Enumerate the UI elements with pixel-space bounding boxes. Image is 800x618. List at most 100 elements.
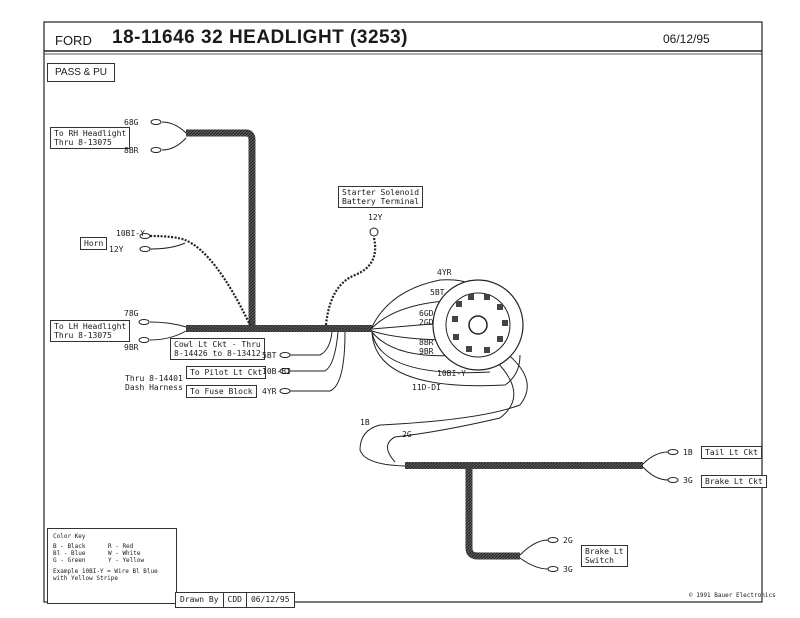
terminal-horn-a bbox=[139, 233, 151, 239]
rh-headlight-line1: To RH Headlight bbox=[54, 129, 127, 138]
brake-switch-bundle bbox=[465, 466, 520, 560]
wire-11d-sw bbox=[371, 331, 521, 387]
horn-box: Horn bbox=[80, 237, 108, 250]
switch-pin bbox=[497, 304, 503, 310]
wire-cowl bbox=[290, 331, 333, 356]
header-make: FORD bbox=[55, 33, 92, 48]
wire-label-sw-6gd: 6GD bbox=[419, 309, 434, 318]
vehicle-type-tag: PASS & PU bbox=[47, 63, 115, 82]
terminal-bsw-a bbox=[547, 537, 559, 543]
wire-label-sw-8br: 8BR bbox=[419, 338, 434, 347]
fuse-block-box: To Fuse Block bbox=[186, 385, 257, 398]
switch-pin bbox=[502, 320, 508, 326]
color-key-entry: R - Red bbox=[108, 543, 134, 550]
drawn-by-initials: CDD bbox=[224, 593, 247, 607]
wire-bsw-2g bbox=[519, 539, 549, 556]
lh-headlight-box: To LH Headlight Thru 8-13075 bbox=[50, 320, 131, 342]
wire-label-horn-a: 10BI-Y bbox=[116, 229, 145, 238]
terminal-fuse bbox=[279, 388, 291, 394]
brake-switch-line1: Brake Lt bbox=[585, 547, 624, 556]
switch-pin bbox=[497, 336, 503, 342]
switch-pin bbox=[456, 301, 462, 307]
wire-label-sw-11d: 11D-DI bbox=[412, 383, 441, 392]
harness-bundles bbox=[186, 129, 643, 560]
wire-label-sw-4yr: 4YR bbox=[437, 268, 452, 277]
wire-label-loop-1b: 1B bbox=[360, 418, 370, 427]
page-title: 18-11646 32 HEADLIGHT (3253) bbox=[112, 27, 408, 48]
wire-78g bbox=[149, 321, 187, 328]
color-key-entry: Y - Yellow bbox=[108, 557, 145, 564]
cowl-line1: Cowl Lt Ckt - Thru bbox=[174, 340, 261, 349]
switch-pin bbox=[452, 316, 458, 322]
color-key-example: Example 10BI-Y = Wire Bl Blue with Yello… bbox=[53, 568, 158, 582]
wire-8br bbox=[161, 137, 187, 151]
wire-label-sw-2gd: 2GD bbox=[419, 318, 434, 327]
copyright-notice: © 1991 Bauer Electronics bbox=[689, 592, 776, 599]
switch-inner-ring bbox=[445, 292, 511, 358]
color-key-row: Bl - Blue W - White bbox=[53, 550, 171, 557]
terminal-brake bbox=[667, 477, 679, 483]
pilot-light-box: To Pilot Lt Ckt bbox=[186, 366, 267, 379]
rh-headlight-line2: Thru 8-13075 bbox=[54, 138, 112, 147]
brake-switch-line2: Switch bbox=[585, 556, 614, 565]
color-key-row: B - Black R - Red bbox=[53, 543, 171, 550]
cowl-line2: 8-14426 to 8-13412 bbox=[174, 349, 261, 358]
color-key-title: Color Key bbox=[53, 533, 86, 540]
wire-label-9br: 9BR bbox=[124, 343, 139, 352]
terminal-68g bbox=[150, 119, 162, 125]
wire-loop-2g bbox=[387, 359, 515, 463]
wire-label-pilot: 10B-BI bbox=[262, 367, 291, 376]
switch-pin bbox=[484, 347, 490, 353]
wire-label-cowl: 5BT bbox=[262, 351, 277, 360]
drawn-by-date: 06/12/95 bbox=[250, 595, 290, 604]
wire-bsw-3g bbox=[519, 557, 549, 570]
rh-headlight-bundle bbox=[186, 129, 256, 328]
wire-loop-1b bbox=[359, 351, 528, 467]
brake-light-box: Brake Lt Ckt bbox=[701, 475, 767, 488]
wire-fuse bbox=[290, 331, 346, 392]
starter-line1: Starter Solenoid bbox=[342, 188, 420, 197]
wire-label-78g: 78G bbox=[124, 309, 139, 318]
drawn-by-block: Drawn By CDD 06/12/95 bbox=[175, 592, 295, 608]
switch-pins bbox=[452, 294, 508, 353]
wire-label-bsw-a: 2G bbox=[563, 536, 573, 545]
terminal-9br bbox=[138, 337, 150, 343]
color-key-row: G - Green Y - Yellow bbox=[53, 557, 171, 564]
terminal-78g bbox=[138, 319, 150, 325]
color-key: Color Key B - Black R - Red Bl - Blue W … bbox=[47, 528, 177, 604]
terminals bbox=[138, 119, 679, 572]
switch-hub bbox=[468, 315, 488, 335]
cowl-light-box: Cowl Lt Ckt - Thru 8-14426 to 8-13412 bbox=[170, 338, 265, 360]
wire-pilot bbox=[290, 331, 339, 372]
header-date: 06/12/95 bbox=[663, 32, 710, 46]
switch-pin bbox=[484, 294, 490, 300]
brake-switch-box: Brake Lt Switch bbox=[581, 545, 628, 567]
dash-harness-note: Thru 8-14401 Dash Harness bbox=[122, 373, 186, 393]
color-key-entry: W - White bbox=[108, 550, 141, 557]
color-key-entry: Bl - Blue bbox=[53, 550, 86, 557]
horn-wire bbox=[149, 234, 251, 326]
wire-label-8br: 8BR bbox=[124, 146, 139, 155]
wire-label-loop-2g: 2G bbox=[402, 430, 412, 439]
terminal-cowl bbox=[279, 352, 291, 358]
wire-label-tail: 1B bbox=[683, 448, 693, 457]
color-key-entry: B - Black bbox=[53, 543, 86, 550]
lh-headlight-line2: Thru 8-13075 bbox=[54, 331, 112, 340]
starter-ring-terminal bbox=[369, 227, 379, 237]
wire-9br bbox=[149, 330, 187, 341]
wire-label-sw-9br: 9BR bbox=[419, 347, 434, 356]
main-harness-trunk bbox=[186, 325, 372, 332]
starter-line2: Battery Terminal bbox=[342, 197, 420, 206]
wire-label-brake: 3G bbox=[683, 476, 693, 485]
terminal-bsw-b bbox=[547, 566, 559, 572]
dash-line2: Dash Harness bbox=[125, 383, 183, 392]
switch-pin bbox=[453, 334, 459, 340]
headlight-switch-connector bbox=[432, 279, 524, 371]
rear-harness-trunk bbox=[405, 462, 643, 469]
wire-label-68g: 68G bbox=[124, 118, 139, 127]
tail-light-box: Tail Lt Ckt bbox=[701, 446, 762, 459]
rh-headlight-box: To RH Headlight Thru 8-13075 bbox=[50, 127, 131, 149]
wire-tail bbox=[642, 451, 669, 465]
wire-10bi-sw bbox=[371, 331, 491, 374]
